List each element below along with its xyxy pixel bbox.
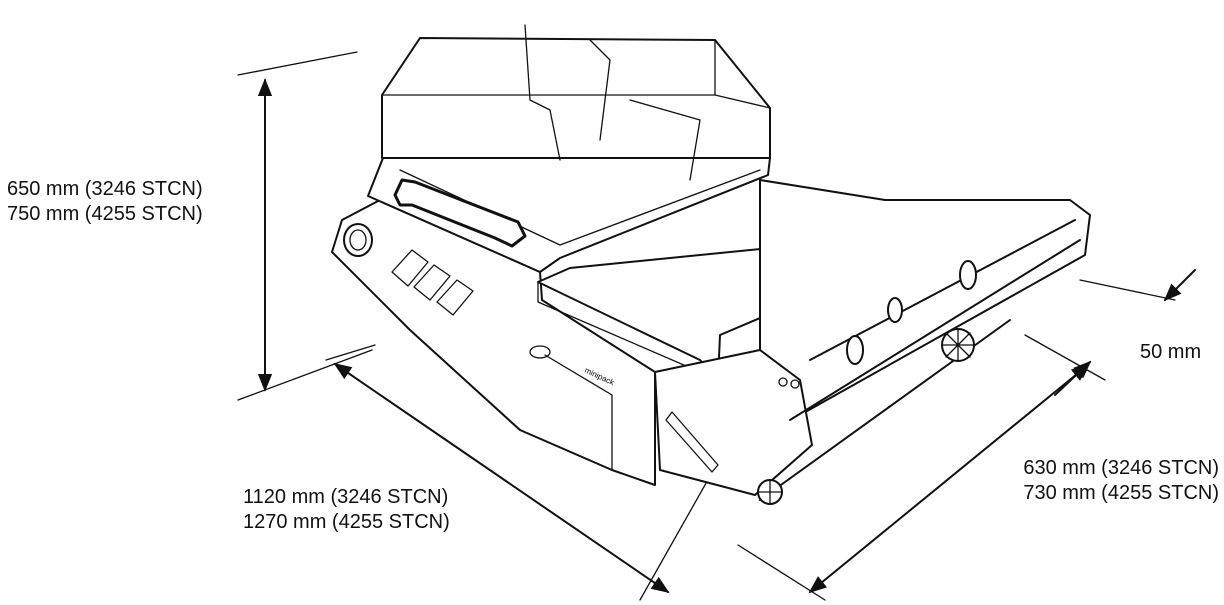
control-panel xyxy=(343,223,551,359)
width-dimension-line1: 630 mm (3246 STCN) xyxy=(1023,457,1219,479)
offset-arrow-bottom xyxy=(1054,360,1092,396)
control-button-3 xyxy=(436,279,474,316)
side-plate-bolt-1 xyxy=(778,377,788,387)
side-plate xyxy=(654,349,813,496)
roller-rod-2 xyxy=(789,239,1081,421)
control-dial-inner xyxy=(349,229,367,251)
length-dimension-label: 1120 mm (3246 STCN) 1270 mm (4255 STCN) xyxy=(243,485,450,535)
adjustment-knob-lower xyxy=(757,479,783,505)
machine-body-front-panel xyxy=(544,354,613,471)
side-plate-slot xyxy=(665,411,719,473)
offset-dimension-label: 50 mm xyxy=(1140,340,1201,365)
height-extension-top xyxy=(237,51,358,76)
indicator-light xyxy=(529,345,551,359)
control-dial xyxy=(343,223,373,257)
height-dimension-line2: 750 mm (4255 STCN) xyxy=(7,203,203,225)
control-button-1 xyxy=(391,249,429,287)
width-dimension-line2: 730 mm (4255 STCN) xyxy=(1023,482,1219,504)
offset-extension xyxy=(1079,279,1176,301)
width-arrow xyxy=(808,363,1090,594)
hood-base-line xyxy=(399,169,761,246)
width-extension-back xyxy=(1024,334,1106,381)
adjustment-knob-upper xyxy=(941,328,975,362)
sealing-hood xyxy=(381,37,771,159)
offset-dimension xyxy=(1054,269,1196,396)
width-dimension xyxy=(737,334,1106,601)
height-dimension-line1: 650 mm (3246 STCN) xyxy=(7,178,203,200)
hood-interior-line-3 xyxy=(629,99,701,181)
offset-dimension-line1: 50 mm xyxy=(1140,341,1202,363)
length-extension-left xyxy=(325,344,376,361)
width-dimension-label: 630 mm (3246 STCN) 730 mm (4255 STCN) xyxy=(1023,456,1219,506)
width-extension-front xyxy=(737,544,826,601)
roller-flange-1 xyxy=(846,335,864,365)
control-button-2 xyxy=(413,264,451,301)
height-dimension xyxy=(237,51,373,401)
length-arrow xyxy=(333,362,670,594)
roller-flange-2 xyxy=(887,297,903,323)
height-dimension-label: 650 mm (3246 STCN) 750 mm (4255 STCN) xyxy=(7,177,203,227)
machine-body-edge xyxy=(331,251,613,471)
machine-illustration: minipack xyxy=(331,24,1091,505)
length-dimension xyxy=(325,344,719,601)
side-plate-bolt-2 xyxy=(790,379,800,389)
offset-arrow-top xyxy=(1163,269,1196,302)
length-dimension-line1: 1120 mm (3246 STCN) xyxy=(243,486,449,508)
length-dimension-line2: 1270 mm (4255 STCN) xyxy=(243,511,450,533)
hood-handle xyxy=(393,178,527,248)
roller-flange-3 xyxy=(959,260,977,290)
hood-interior-line-2 xyxy=(589,39,611,141)
hood-interior-line-1 xyxy=(524,24,561,161)
